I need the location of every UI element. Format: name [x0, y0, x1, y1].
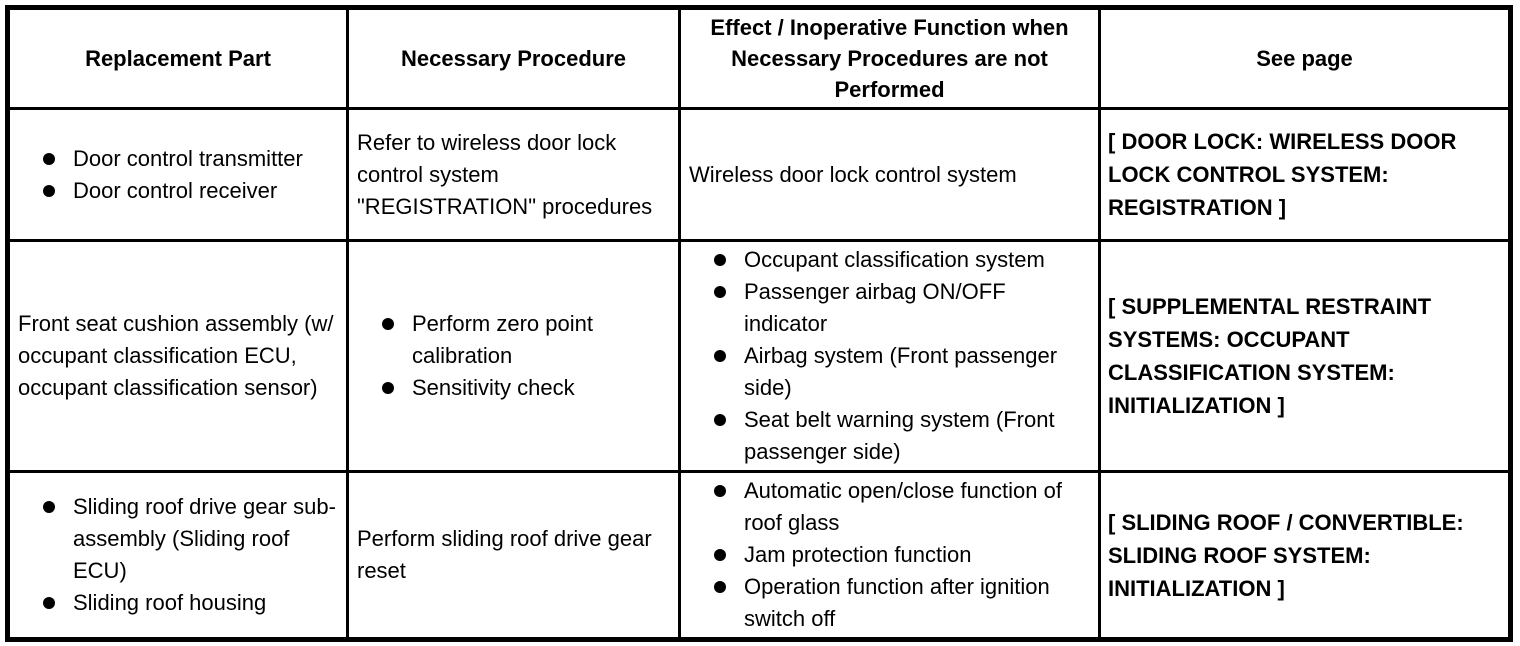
column-header-see-page: See page	[1098, 6, 1512, 110]
bullet-list-item: Sliding roof housing	[17, 587, 339, 619]
table-row: Door control transmitter Door control re…	[6, 107, 1512, 242]
table-row: Sliding roof drive gear sub-assembly (Sl…	[6, 470, 1512, 641]
cell-replacement-part: Front seat cushion assembly (w/ occupant…	[6, 239, 349, 473]
bullet-item-label: Sensitivity check	[412, 375, 575, 400]
bullet-icon	[714, 254, 726, 266]
see-page-reference: [ DOOR LOCK: WIRELESS DOOR LOCK CONTROL …	[1108, 129, 1457, 220]
bullet-icon	[714, 414, 726, 426]
header-row: Replacement Part Necessary Procedure Eff…	[6, 6, 1512, 110]
cell-text: Refer to wireless door lock control syst…	[357, 129, 653, 219]
bullet-item-label: Seat belt warning system (Front passenge…	[744, 407, 1055, 464]
bullet-icon	[43, 597, 55, 609]
bullet-list: Door control transmitter Door control re…	[17, 143, 339, 207]
see-page-reference: [ SUPPLEMENTAL RESTRAINT SYSTEMS: OCCUPA…	[1108, 294, 1432, 418]
cell-see-page: [ SUPPLEMENTAL RESTRAINT SYSTEMS: OCCUPA…	[1098, 239, 1512, 473]
bullet-icon	[382, 318, 394, 330]
cell-see-page: [ DOOR LOCK: WIRELESS DOOR LOCK CONTROL …	[1098, 107, 1512, 242]
bullet-list: Occupant classification system Passenger…	[688, 244, 1091, 468]
column-header-necessary-procedure: Necessary Procedure	[346, 6, 681, 110]
bullet-list-item: Sliding roof drive gear sub-assembly (Sl…	[17, 491, 339, 587]
bullet-item-label: Automatic open/close function of roof gl…	[744, 478, 1062, 535]
cell-text: Perform sliding roof drive gear reset	[357, 526, 652, 583]
replacement-parts-table: Replacement Part Necessary Procedure Eff…	[5, 5, 1513, 642]
cell-replacement-part: Door control transmitter Door control re…	[6, 107, 349, 242]
bullet-list-item: Door control transmitter	[17, 143, 339, 175]
bullet-list-item: Automatic open/close function of roof gl…	[688, 475, 1091, 539]
cell-necessary-procedure: Perform zero point calibration Sensitivi…	[346, 239, 681, 473]
bullet-icon	[43, 184, 55, 197]
bullet-icon	[43, 501, 55, 513]
bullet-icon	[714, 286, 726, 298]
cell-effect: Automatic open/close function of roof gl…	[678, 470, 1101, 641]
bullet-item-label: Door control receiver	[73, 177, 278, 203]
table-row: Front seat cushion assembly (w/ occupant…	[6, 239, 1512, 473]
bullet-list: Sliding roof drive gear sub-assembly (Sl…	[17, 491, 339, 619]
bullet-item-label: Occupant classification system	[744, 247, 1045, 272]
bullet-item-label: Sliding roof housing	[73, 590, 267, 615]
bullet-list-item: Airbag system (Front passenger side)	[688, 340, 1091, 404]
bullet-icon	[714, 581, 726, 593]
cell-text: Front seat cushion assembly (w/ occupant…	[18, 311, 334, 400]
bullet-list-item: Door control receiver	[17, 175, 339, 207]
bullet-list-item: Occupant classification system	[688, 244, 1091, 276]
bullet-item-label: Jam protection function	[744, 542, 972, 567]
column-header-effect: Effect / Inoperative Function when Neces…	[678, 6, 1101, 110]
column-header-replacement-part: Replacement Part	[6, 6, 349, 110]
bullet-icon	[714, 350, 726, 362]
bullet-list-item: Jam protection function	[688, 539, 1091, 571]
cell-text: Wireless door lock control system	[689, 161, 1017, 187]
see-page-reference: [ SLIDING ROOF / CONVERTIBLE: SLIDING RO…	[1108, 509, 1464, 601]
bullet-icon	[714, 549, 726, 561]
bullet-icon	[382, 382, 394, 394]
bullet-list-item: Passenger airbag ON/OFF indicator	[688, 276, 1091, 340]
bullet-item-label: Passenger airbag ON/OFF indicator	[744, 279, 1006, 336]
bullet-list-item: Sensitivity check	[356, 372, 671, 404]
bullet-item-label: Perform zero point calibration	[412, 311, 593, 368]
cell-effect: Wireless door lock control system	[678, 107, 1101, 242]
bullet-list: Perform zero point calibration Sensitivi…	[356, 308, 671, 404]
bullet-icon	[43, 152, 55, 165]
bullet-item-label: Door control transmitter	[73, 145, 303, 171]
bullet-list-item: Perform zero point calibration	[356, 308, 671, 372]
bullet-item-label: Sliding roof drive gear sub-assembly (Sl…	[73, 494, 336, 583]
bullet-item-label: Operation function after ignition switch…	[744, 574, 1050, 631]
bullet-item-label: Airbag system (Front passenger side)	[744, 343, 1058, 400]
cell-effect: Occupant classification system Passenger…	[678, 239, 1101, 473]
bullet-list: Automatic open/close function of roof gl…	[688, 475, 1091, 635]
cell-necessary-procedure: Refer to wireless door lock control syst…	[346, 107, 681, 242]
bullet-list-item: Seat belt warning system (Front passenge…	[688, 404, 1091, 468]
cell-replacement-part: Sliding roof drive gear sub-assembly (Sl…	[6, 470, 349, 641]
bullet-list-item: Operation function after ignition switch…	[688, 571, 1091, 635]
cell-necessary-procedure: Perform sliding roof drive gear reset	[346, 470, 681, 641]
cell-see-page: [ SLIDING ROOF / CONVERTIBLE: SLIDING RO…	[1098, 470, 1512, 641]
bullet-icon	[714, 485, 726, 497]
